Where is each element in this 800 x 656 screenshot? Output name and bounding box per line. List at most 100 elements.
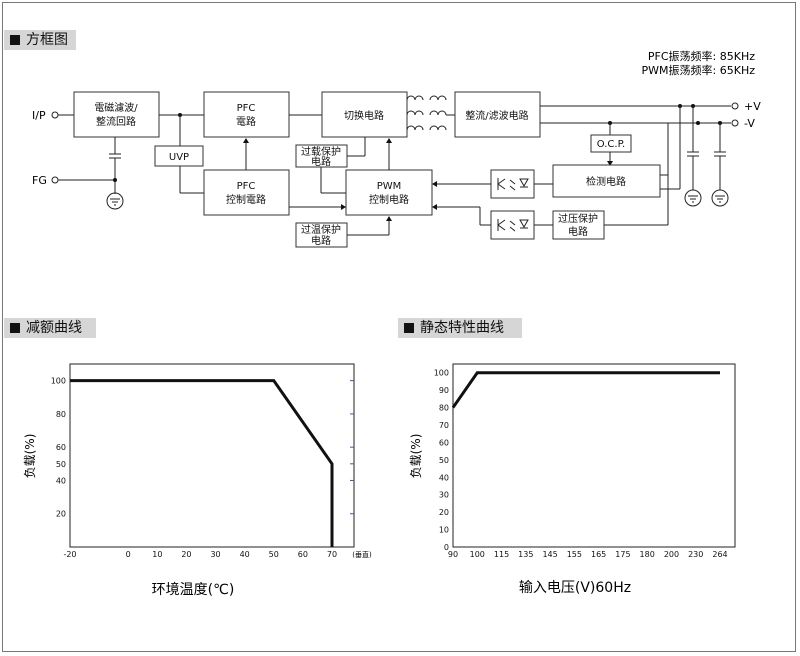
pfc-block: PFC 電路 [203, 91, 290, 138]
static-title: 静态特性曲线 [420, 320, 504, 336]
static-y-tick-label: 60 [439, 438, 449, 447]
olp-block: 过载保护 电路 [295, 144, 348, 168]
derating-y-tick-label: 60 [56, 443, 66, 452]
detection-block: 检测电路 [552, 164, 661, 198]
output-ground-icon [711, 189, 729, 207]
static-heading: 静态特性曲线 [398, 318, 522, 338]
static-y-tick-label: 70 [439, 421, 449, 430]
static-y-tick-label: 50 [439, 456, 449, 465]
static-x-tick-label: 165 [591, 550, 606, 559]
pwm-line-1: PWM [377, 181, 402, 192]
static-curve [451, 371, 720, 409]
bullet-square-icon [404, 323, 414, 333]
derating-x-extra-label: (垂直) [352, 550, 372, 559]
static-y-tick-label: 10 [439, 526, 449, 535]
derating-x-tick-label: 40 [240, 550, 250, 559]
rect-label: 整流/滤波电路 [465, 109, 528, 122]
fg-ground-icon [106, 192, 124, 210]
emi-line-2: 整流回路 [96, 115, 136, 128]
derating-y-tick-label: 80 [56, 410, 66, 419]
static-y-axis-title: 负载(%) [409, 434, 423, 479]
optocoupler-icon [490, 210, 535, 240]
static-x-tick-label: 90 [448, 550, 458, 559]
static-x-tick-label: 100 [470, 550, 485, 559]
static-x-tick-label: 115 [494, 550, 509, 559]
rectifier-block: 整流/滤波电路 [454, 91, 541, 138]
derating-y-tick-label: 50 [56, 460, 66, 469]
derating-plot-frame [69, 363, 355, 548]
fg-terminal [51, 176, 59, 184]
static-y-tick-label: 20 [439, 508, 449, 517]
static-x-tick-label: 175 [615, 550, 630, 559]
detect-label: 检测电路 [586, 175, 626, 188]
otp-block: 过温保护 电路 [295, 222, 348, 248]
derating-y-tick-label: 100 [51, 377, 66, 386]
derating-y-tick-label: 20 [56, 510, 66, 519]
emi-line-1: 電磁濾波/ [94, 101, 138, 114]
optocoupler-icon [490, 169, 535, 199]
uvp-block: UVP [154, 145, 204, 167]
output-ground-icon [684, 189, 702, 207]
derating-x-axis-title: 环境温度(℃) [152, 582, 235, 598]
static-x-axis-title: 输入电压(V)60Hz [519, 580, 631, 596]
ovp-line-2: 电路 [568, 225, 588, 238]
derating-y-tick-label: 40 [56, 476, 66, 485]
ip-terminal [51, 111, 59, 119]
pfc-control-block: PFC 控制電路 [203, 169, 290, 216]
derating-x-tick-label: -20 [63, 550, 76, 559]
vminus-label: -V [744, 117, 755, 130]
static-y-tick-label: 0 [444, 543, 449, 552]
static-x-tick-label: 145 [542, 550, 557, 559]
charts-area: 100 80 60 50 40 20 -20 0 10 20 30 40 50 60 70 (垂直) 环境… [23, 363, 736, 598]
static-y-tick-label: 90 [439, 386, 449, 395]
pfc-ctrl-line-2: 控制電路 [226, 193, 266, 206]
pfc-ctrl-line-1: PFC [237, 181, 256, 192]
ovp-line-1: 过压保护 [558, 212, 598, 225]
uvp-label: UVP [169, 152, 189, 163]
pwm-line-2: 控制电路 [369, 193, 409, 206]
transformer-icon [406, 95, 447, 131]
derating-x-tick-label: 20 [181, 550, 191, 559]
ocp-block: O.C.P. [590, 134, 632, 153]
static-y-tick-label: 100 [434, 369, 449, 378]
static-x-tick-label: 135 [518, 550, 533, 559]
derating-curve [70, 379, 334, 547]
static-y-tick-label: 30 [439, 491, 449, 500]
vminus-terminal [731, 119, 739, 127]
switch-label: 切换电路 [344, 109, 384, 122]
fg-terminal-label: FG [32, 174, 47, 187]
vplus-terminal [731, 102, 739, 110]
bullet-square-icon [10, 35, 20, 45]
static-x-tick-label: 264 [712, 550, 727, 559]
otp-line-1: 过温保护 [301, 223, 341, 236]
ocp-label: O.C.P. [597, 139, 625, 150]
static-plot-frame [452, 363, 736, 548]
olp-line-1: 过载保护 [301, 145, 341, 158]
derating-x-tick-label: 50 [269, 550, 279, 559]
static-x-tick-label: 230 [688, 550, 703, 559]
vplus-label: +V [744, 100, 761, 113]
derating-x-tick-label: 30 [210, 550, 220, 559]
pfc-frequency: PFC振荡频率: 85KHz [648, 49, 755, 63]
pfc-line-1: PFC [237, 103, 256, 114]
static-x-tick-label: 180 [640, 550, 655, 559]
pfc-line-2: 電路 [236, 115, 256, 128]
static-x-tick-label: 200 [664, 550, 679, 559]
olp-line-2: 电路 [311, 155, 331, 168]
static-x-tick-label: 155 [567, 550, 582, 559]
static-y-tick-label: 40 [439, 473, 449, 482]
bullet-square-icon [10, 323, 20, 333]
block-diagram-title: 方框图 [26, 32, 68, 48]
pwm-frequency: PWM振荡频率: 65KHz [642, 63, 756, 77]
block-diagram: PFC振荡频率: 85KHz PWM振荡频率: 65KHz I/P FG 電磁濾… [32, 49, 761, 248]
derating-title: 减额曲线 [26, 320, 82, 336]
emi-filter-block: 電磁濾波/ 整流回路 [73, 91, 160, 138]
pwm-block: PWM 控制电路 [345, 169, 433, 216]
derating-x-tick-label: 70 [327, 550, 337, 559]
ovp-block: 过压保护 电路 [552, 210, 605, 240]
derating-x-tick-label: 60 [298, 550, 308, 559]
static-y-tick-label: 80 [439, 404, 449, 413]
derating-y-axis-title: 负载(%) [23, 434, 37, 479]
block-diagram-heading: 方框图 [4, 30, 76, 50]
